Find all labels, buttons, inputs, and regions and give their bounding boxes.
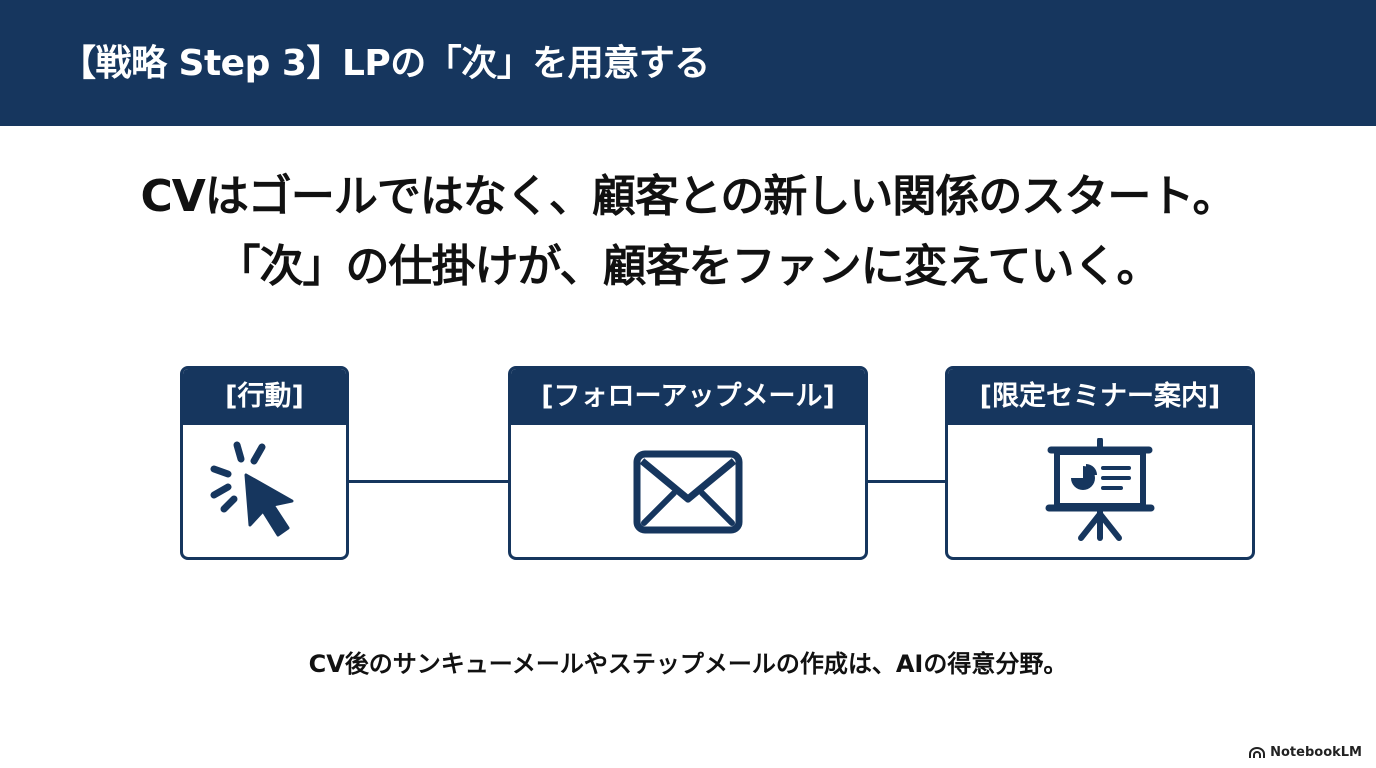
footer-note: CV後のサンキューメールやステップメールの作成は、AIの得意分野。 xyxy=(308,650,1068,678)
flow-card-followup-mail: [フォローアップメール] xyxy=(508,366,868,560)
headline-line-2: 「次」の仕掛けが、顧客をファンに変えていく。 xyxy=(216,241,1161,292)
brand-name: NotebookLM xyxy=(1270,745,1362,760)
cursor-click-icon xyxy=(210,441,293,537)
flow-card-label: [限定セミナー案内] xyxy=(948,369,1252,425)
envelope-icon xyxy=(633,450,743,534)
notebooklm-logo-icon xyxy=(1249,747,1266,758)
flow-card-label: [フォローアップメール] xyxy=(511,369,865,425)
slide-title: 【戦略 Step 3】LPの「次」を用意する xyxy=(60,43,710,84)
brand-watermark: NotebookLM xyxy=(1249,742,1362,764)
flow-card-seminar: [限定セミナー案内] xyxy=(945,366,1255,560)
presentation-board-icon xyxy=(1045,438,1155,541)
headline-line-1: CVはゴールではなく、顧客との新しい関係のスタート。 xyxy=(140,171,1236,222)
flow-connector-2 xyxy=(866,480,947,483)
flow-card-action: [行動] xyxy=(180,366,349,560)
flow-card-label: [行動] xyxy=(183,369,346,425)
header-band: 【戦略 Step 3】LPの「次」を用意する xyxy=(0,0,1376,126)
flow-connector-1 xyxy=(347,480,510,483)
